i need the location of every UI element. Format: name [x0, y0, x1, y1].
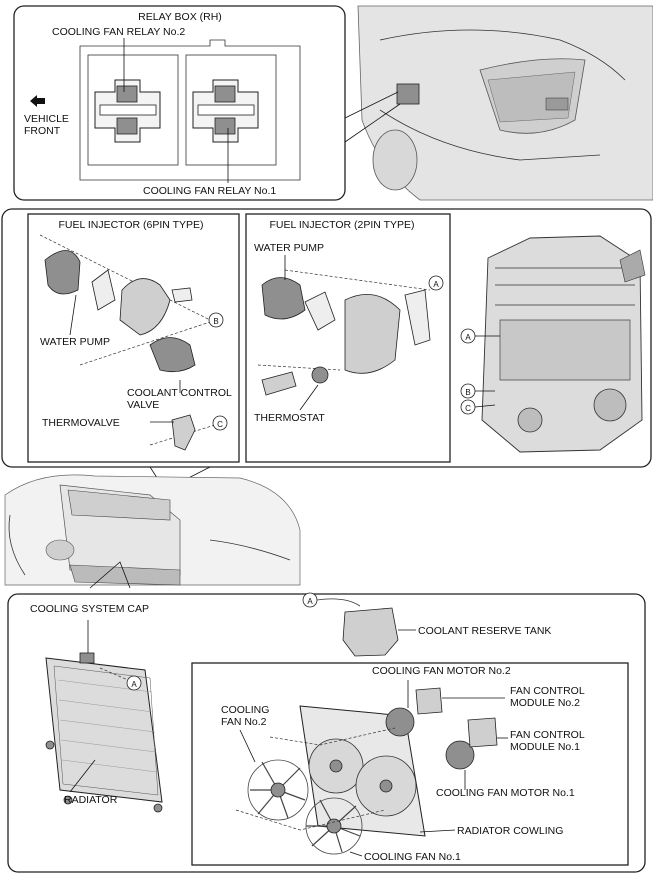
radiator-cowling-label: RADIATOR COWLING	[457, 825, 563, 837]
car-side-illustration	[4, 474, 301, 586]
coolant-control-valve	[149, 337, 196, 373]
cooling-fan-no1	[305, 797, 363, 855]
water-pump-2pin-label: WATER PUMP	[254, 242, 324, 254]
cooling-system-cap-label: COOLING SYSTEM CAP	[30, 603, 149, 615]
injector-6pin-box	[27, 213, 240, 463]
engine-panel-frame	[1, 208, 652, 468]
engine-block-illustration	[481, 235, 646, 453]
cooling-fan-no2-label-1: COOLING	[221, 704, 269, 716]
radiator-panel: COOLING SYSTEM CAP RADIATOR A A COOLANT …	[7, 592, 646, 873]
relay-pointer-lines	[344, 91, 401, 143]
thermostat	[311, 366, 329, 384]
water-pump-housing-2pin	[344, 294, 401, 374]
relay-no2-icon	[94, 79, 161, 143]
callout-c-6pin: C	[217, 420, 223, 429]
water-pump-2pin	[261, 277, 306, 320]
engine-callout-c: C	[465, 404, 471, 413]
engine-callout-a: A	[465, 333, 471, 342]
radiator-cowling	[299, 705, 426, 837]
relay-box-outline	[79, 39, 301, 181]
fan-control-module-no1	[467, 717, 498, 748]
callout-a-2pin: A	[433, 280, 439, 289]
car-front-illustration	[357, 5, 653, 201]
cooling-fan-no2-label-2: FAN No.2	[221, 716, 267, 728]
fan-control-no1-label-2: MODULE No.1	[510, 741, 580, 753]
coolant-control-label-1: COOLANT CONTROL	[127, 387, 232, 399]
cooling-fan-no1-label: COOLING FAN No.1	[364, 851, 461, 863]
coolant-control-label-2: VALVE	[127, 399, 159, 411]
coolant-reserve-tank-label: COOLANT RESERVE TANK	[418, 625, 551, 637]
injector-6pin-title: FUEL INJECTOR (6PIN TYPE)	[58, 219, 203, 231]
relay-box-location-icon	[396, 83, 420, 105]
relay-no1-icon	[192, 79, 259, 143]
coolant-reserve-tank	[342, 607, 399, 657]
relay-no1-socket	[185, 54, 277, 166]
vehicle-front-label-1: VEHICLE	[24, 113, 69, 125]
injector-2pin-box	[245, 213, 451, 463]
radiator-panel-frame	[7, 593, 646, 873]
injector-2pin-parts	[257, 255, 444, 411]
water-pump-housing-6pin	[119, 278, 171, 336]
fan-control-no2-label-2: MODULE No.2	[510, 697, 580, 709]
cooling-fan-no2	[247, 759, 309, 821]
relay-panel-frame	[13, 5, 346, 201]
cooling-fan-motor-no1	[445, 740, 475, 770]
relay-panel: RELAY BOX (RH) COOLING FAN RELAY No.2 CO…	[13, 5, 653, 201]
thermovalve-label: THERMOVALVE	[42, 417, 120, 429]
callout-a-radiator: A	[131, 680, 137, 689]
relay-box-title: RELAY BOX (RH)	[138, 11, 222, 23]
fan-control-no1-label-1: FAN CONTROL	[510, 729, 585, 741]
fan-motor-no1-label: COOLING FAN MOTOR No.1	[436, 787, 575, 799]
vehicle-front-label-2: FRONT	[24, 125, 61, 137]
fan-motor-no2-label: COOLING FAN MOTOR No.2	[372, 665, 511, 677]
fan-assembly-box	[191, 662, 629, 866]
cooling-system-cap	[79, 652, 95, 664]
relay-no2-socket	[87, 54, 179, 166]
thermovalve	[171, 414, 196, 451]
relay-no2-label: COOLING FAN RELAY No.2	[52, 26, 185, 38]
water-pump-6pin-label: WATER PUMP	[40, 336, 110, 348]
radiator-label: RADIATOR	[64, 794, 118, 806]
injector-2pin-title: FUEL INJECTOR (2PIN TYPE)	[269, 219, 414, 231]
callout-b-6pin: B	[213, 317, 218, 326]
cooling-fan-motor-no2	[385, 707, 415, 737]
engine-callout-b: B	[465, 388, 470, 397]
injector-6pin-parts	[39, 234, 228, 451]
radiator-pointer	[89, 561, 131, 589]
thermostat-label: THERMOSTAT	[254, 412, 325, 424]
vehicle-front-arrow-icon	[30, 95, 45, 107]
fan-control-no2-label-1: FAN CONTROL	[510, 685, 585, 697]
engine-panel: FUEL INJECTOR (6PIN TYPE) WATER PUMP COO…	[1, 208, 652, 491]
callout-a-tank: A	[307, 597, 313, 606]
water-pump-6pin	[44, 250, 81, 295]
radiator	[45, 652, 163, 813]
relay-no1-label: COOLING FAN RELAY No.1	[143, 185, 276, 197]
fan-control-module-no2	[415, 687, 443, 715]
